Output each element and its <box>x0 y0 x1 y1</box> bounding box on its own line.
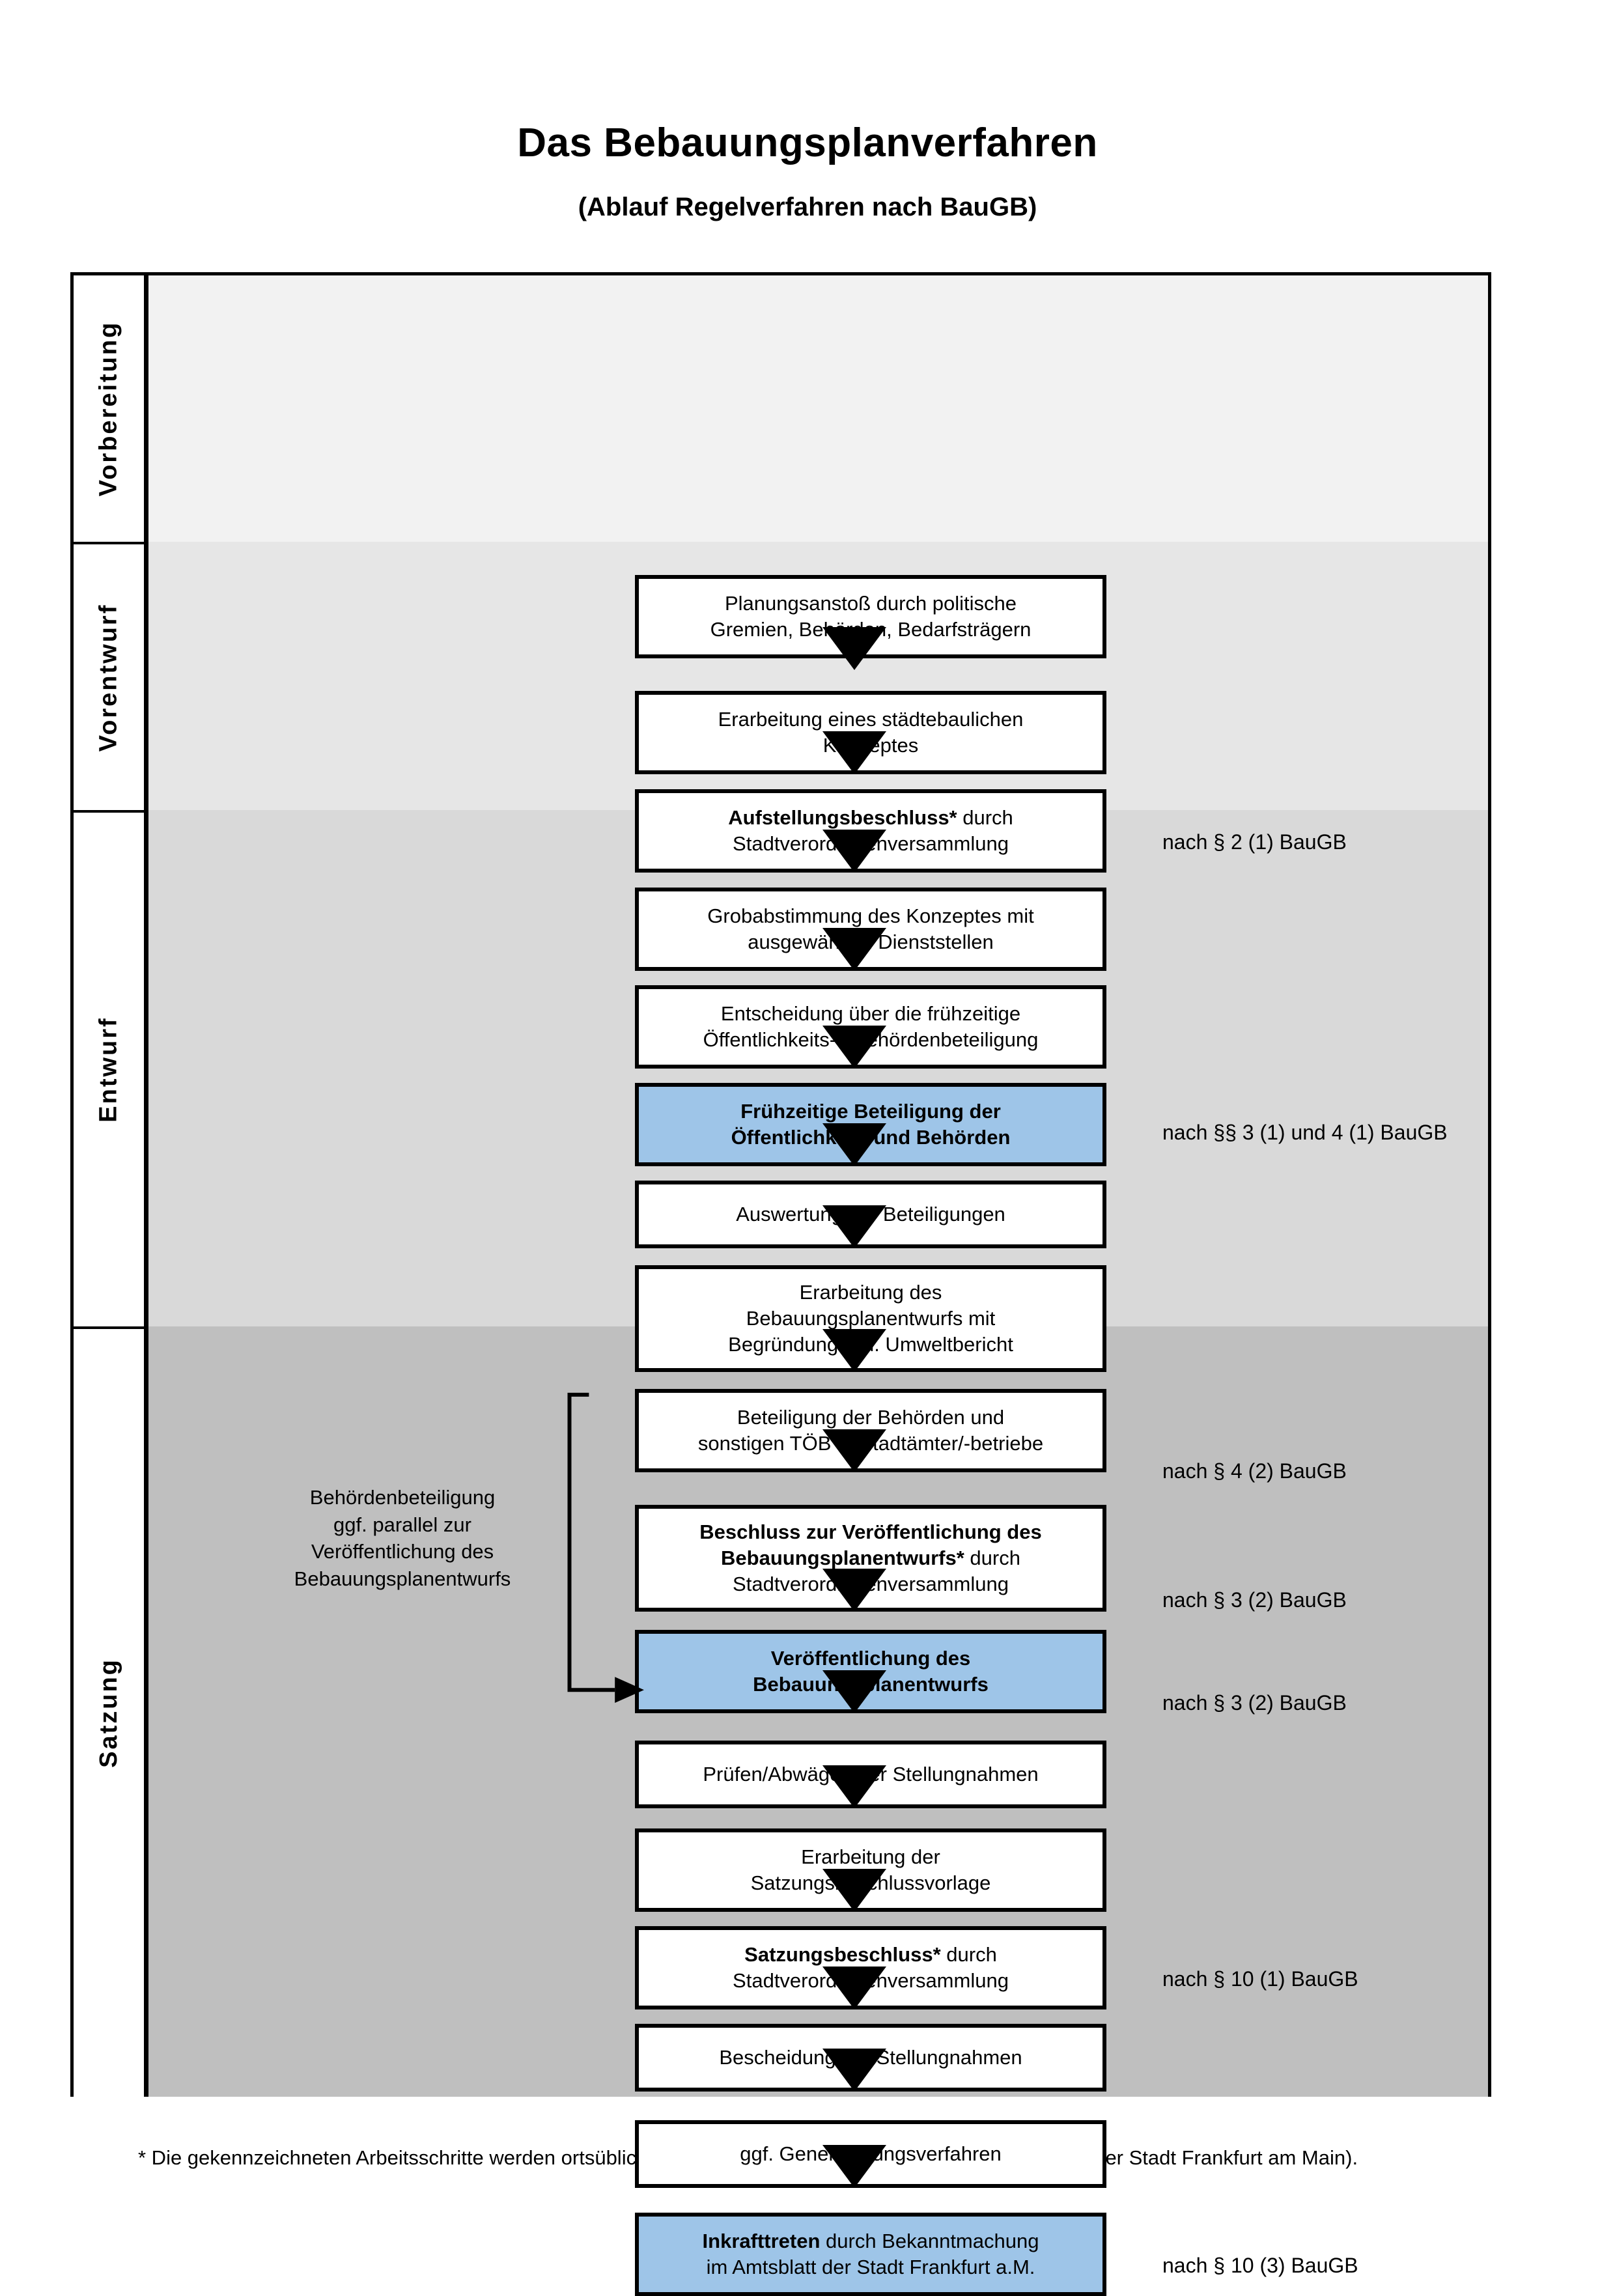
process-step-line-suffix: durch Bekanntmachung <box>820 2229 1039 2252</box>
process-step-line-text: Satzungsbeschluss* <box>744 1942 941 1966</box>
process-step-line-text: Beteiligung der Behörden und <box>737 1405 1005 1429</box>
process-step-line: Beschluss zur Veröffentlichung des <box>699 1519 1041 1545</box>
process-step-line-suffix: durch <box>964 1546 1020 1569</box>
flow-arrow-down <box>822 1569 886 1612</box>
process-step-line: Satzungsbeschluss* durch <box>744 1942 997 1968</box>
process-step-line-text: Aufstellungsbeschluss* <box>728 805 957 829</box>
flow-arrow-down <box>822 1026 886 1069</box>
process-step-line-text: Planungsanstoß durch politische <box>724 591 1017 615</box>
flow-arrow-down <box>822 731 886 774</box>
label-column-divider <box>144 275 148 2093</box>
process-step-line: Erarbeitung der <box>801 1844 940 1870</box>
process-step-line-text: Erarbeitung des <box>799 1280 942 1304</box>
flow-arrow-down <box>822 2049 886 2092</box>
page-subtitle: (Ablauf Regelverfahren nach BauGB) <box>578 193 1037 222</box>
process-step-line: Erarbeitung des <box>800 1280 942 1306</box>
phase-label-text-entwurf: Entwurf <box>94 1016 122 1123</box>
process-step-line: Aufstellungsbeschluss* durch <box>728 805 1013 831</box>
legal-reference-ref-par10-3: nach § 10 (3) BauGB <box>1162 2254 1358 2277</box>
side-note-line: Bebauungsplanentwurfs <box>294 1567 511 1590</box>
process-step-line: Veröffentlichung des <box>771 1645 971 1672</box>
process-step-line-text: Erarbeitung der <box>801 1845 940 1868</box>
flow-arrow-down <box>822 830 886 873</box>
flow-arrow-down <box>822 1670 886 1713</box>
process-step-line-text: Inkrafttreten <box>702 2229 821 2252</box>
legal-reference-ref-par4-2: nach § 4 (2) BauGB <box>1162 1459 1347 1483</box>
process-step-line: im Amtsblatt der Stadt Frankfurt a.M. <box>707 2254 1035 2280</box>
process-step-line: Frühzeitige Beteiligung der <box>740 1099 1001 1125</box>
phase-label-entwurf: Entwurf <box>74 810 144 1326</box>
legal-reference-ref-par2-1: nach § 2 (1) BauGB <box>1162 830 1347 854</box>
legal-reference-ref-par10-1: nach § 10 (1) BauGB <box>1162 1967 1358 1991</box>
process-step-line: Planungsanstoß durch politische <box>725 591 1017 617</box>
phase-label-satzung: Satzung <box>74 1326 144 2097</box>
process-step-line: Grobabstimmung des Konzeptes mit <box>707 903 1033 929</box>
flow-arrow-down <box>822 2145 886 2188</box>
flow-arrow-down <box>822 1869 886 1912</box>
process-step-line-text: Entscheidung über die frühzeitige <box>720 1001 1021 1025</box>
flow-arrow-down <box>822 1429 886 1472</box>
process-step-line: Inkrafttreten durch Bekanntmachung <box>703 2228 1039 2254</box>
phase-label-text-vorentwurf: Vorentwurf <box>94 603 122 751</box>
phase-label-text-vorbereitung: Vorbereitung <box>94 320 122 497</box>
process-step-line-text: Bebauungsplanentwurfs* <box>721 1546 964 1569</box>
process-step-line-text: im Amtsblatt der Stadt Frankfurt a.M. <box>706 2256 1035 2278</box>
process-step-line-text: Grobabstimmung des Konzeptes mit <box>707 904 1034 927</box>
legal-reference-ref-par3-2-a: nach § 3 (2) BauGB <box>1162 1588 1347 1612</box>
process-step-line-text: Veröffentlichung des <box>770 1646 971 1670</box>
side-note-line: Behördenbeteiligung <box>309 1486 496 1509</box>
side-note-line: Veröffentlichung des <box>311 1540 494 1563</box>
flow-arrow-down <box>822 627 886 670</box>
process-step-line: Bebauungsplanentwurfs* durch <box>721 1545 1020 1571</box>
process-step-line-text: Beschluss zur Veröffentlichung des <box>699 1520 1042 1543</box>
flow-arrow-down <box>822 1123 886 1166</box>
phase-label-text-satzung: Satzung <box>94 1658 122 1768</box>
legal-reference-ref-par3-2-b: nach § 3 (2) BauGB <box>1162 1691 1347 1715</box>
flow-arrow-down <box>822 1329 886 1372</box>
phase-band-vorbereitung <box>148 275 1488 542</box>
flow-arrow-down <box>822 928 886 971</box>
title-block: Das Bebauungsplanverfahren (Ablauf Regel… <box>0 120 1615 222</box>
process-step-line: Beteiligung der Behörden und <box>737 1405 1004 1431</box>
process-step-line-suffix: durch <box>957 805 1013 829</box>
phase-label-vorentwurf: Vorentwurf <box>74 542 144 810</box>
flow-arrow-down <box>822 1205 886 1248</box>
flow-arrow-down <box>822 1967 886 2009</box>
process-step-line: Entscheidung über die frühzeitige <box>721 1001 1020 1027</box>
page-title: Das Bebauungsplanverfahren <box>517 120 1098 165</box>
legal-reference-ref-par3-1-4-1: nach §§ 3 (1) und 4 (1) BauGB <box>1162 1121 1448 1144</box>
process-step-line-text: Frühzeitige Beteiligung der <box>740 1099 1001 1123</box>
side-note-line: ggf. parallel zur <box>333 1513 471 1536</box>
phase-label-vorbereitung: Vorbereitung <box>74 275 144 542</box>
process-step-line-suffix: durch <box>940 1942 997 1966</box>
process-step-line: Bebauungsplanentwurfs mit <box>746 1306 996 1332</box>
flow-arrow-down <box>822 1765 886 1808</box>
process-step-line: Erarbeitung eines städtebaulichen <box>718 707 1024 733</box>
process-step-line-text: Erarbeitung eines städtebaulichen <box>718 707 1024 731</box>
process-step-line-text: Bebauungsplanentwurfs mit <box>746 1306 996 1330</box>
